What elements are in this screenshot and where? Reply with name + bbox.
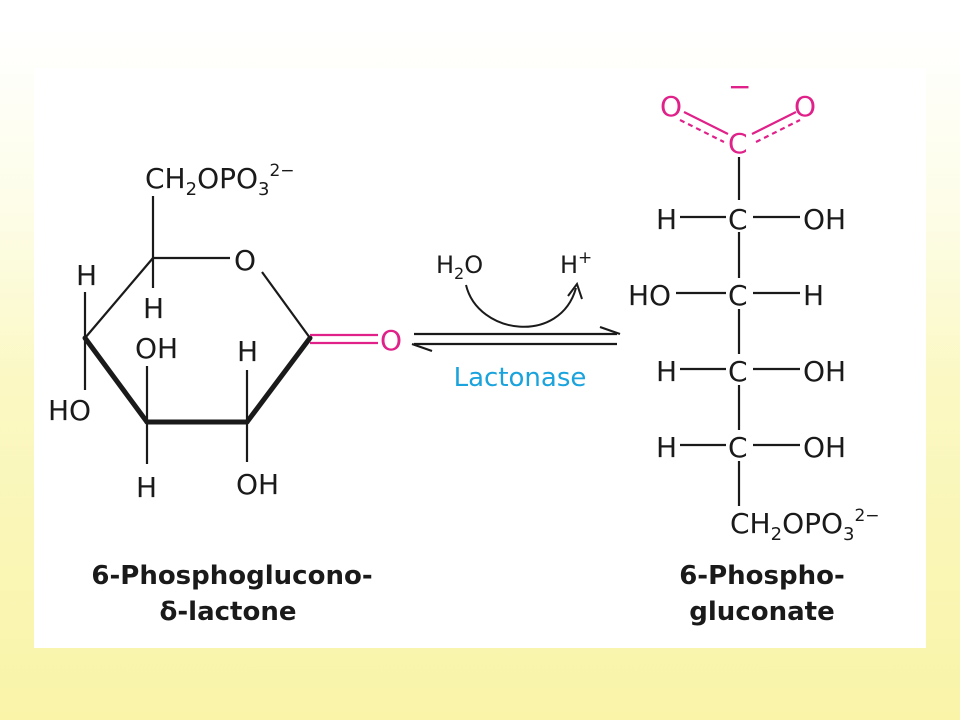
row4-right: OH (803, 431, 846, 464)
reactant-h-c5: H (143, 292, 164, 325)
row2-left: HO (628, 279, 671, 312)
product-ch2opo3-label: CH2OPO32− (730, 506, 880, 545)
carboxylate-o-left: O (660, 90, 682, 123)
row1-right: OH (803, 203, 846, 236)
reactant-structure: CH2OPO32− O O H H HO OH (48, 161, 402, 627)
reactant-name-line1: 6-Phosphoglucono- (91, 561, 372, 591)
reactant-ho-c4: HO (48, 394, 91, 427)
bond-c2-c1 (244, 335, 313, 425)
row2-carbon: C (728, 279, 748, 312)
bond-carboxyl-left-2 (679, 119, 725, 143)
water-label: H2O (436, 251, 483, 283)
figure-panel (34, 68, 926, 648)
bond-carboxyl-left-1 (683, 111, 729, 135)
carboxylate-o-right: O (794, 90, 816, 123)
row3-left: H (656, 355, 677, 388)
proton-label: H+ (560, 248, 592, 279)
product-structure: − O O C H C OH HO C H H C OH H (628, 70, 880, 627)
product-name-line2: gluconate (689, 597, 834, 627)
bond-c4-c3 (82, 335, 150, 425)
reactant-h-c4-top: H (76, 259, 97, 292)
carboxylate-charge: − (728, 70, 751, 103)
reactant-oh-c3: OH (135, 332, 178, 365)
reactant-carbonyl-o: O (380, 324, 402, 357)
forward-arrowhead (599, 325, 621, 336)
reactant-ring-o: O (234, 244, 256, 277)
reaction-arrows: H2O H+ Lactonase (411, 248, 621, 393)
row1-left: H (656, 203, 677, 236)
product-name-line1: 6-Phospho- (679, 561, 845, 591)
reactant-h-c2: H (237, 335, 258, 368)
row3-carbon: C (728, 355, 748, 388)
bond-ring-o-c1 (261, 271, 311, 339)
curved-arrow (465, 284, 577, 328)
row2-right: H (803, 279, 824, 312)
row1-carbon: C (728, 203, 748, 236)
reactant-h-c3: H (136, 471, 157, 504)
row3-right: OH (803, 355, 846, 388)
bond-c5-c4 (84, 257, 154, 339)
bond-carboxyl-right-2 (755, 119, 801, 143)
reactant-oh-c2: OH (236, 468, 279, 501)
row4-left: H (656, 431, 677, 464)
reverse-arrowhead (411, 342, 433, 353)
curved-arrowhead (567, 281, 583, 300)
row4-carbon: C (728, 431, 748, 464)
carboxylate-c: C (728, 127, 748, 160)
bond-carboxyl-right-1 (751, 111, 797, 135)
reactant-name-line2: δ-lactone (160, 597, 297, 627)
reactant-ch2opo3-label: CH2OPO32− (145, 161, 295, 200)
enzyme-label: Lactonase (454, 363, 587, 393)
